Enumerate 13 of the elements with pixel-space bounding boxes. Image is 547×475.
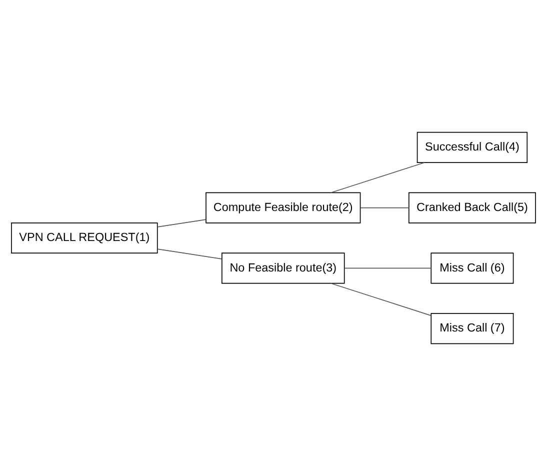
- node-box: Compute Feasible route(2): [206, 192, 361, 223]
- connector: [330, 282, 432, 316]
- connector: [157, 218, 206, 227]
- node-box: No Feasible route(3): [222, 252, 345, 284]
- node-box: Miss Call (6): [430, 252, 514, 284]
- connector: [344, 267, 432, 268]
- node-box: Successful Call(4): [416, 131, 528, 162]
- connector: [360, 206, 410, 208]
- node-box: VPN CALL REQUEST(1): [11, 222, 158, 253]
- node-box: Miss Call (7): [430, 312, 514, 344]
- connector: [157, 248, 222, 259]
- node-box: Cranked Back Call(5): [408, 192, 536, 223]
- connector: [330, 162, 425, 193]
